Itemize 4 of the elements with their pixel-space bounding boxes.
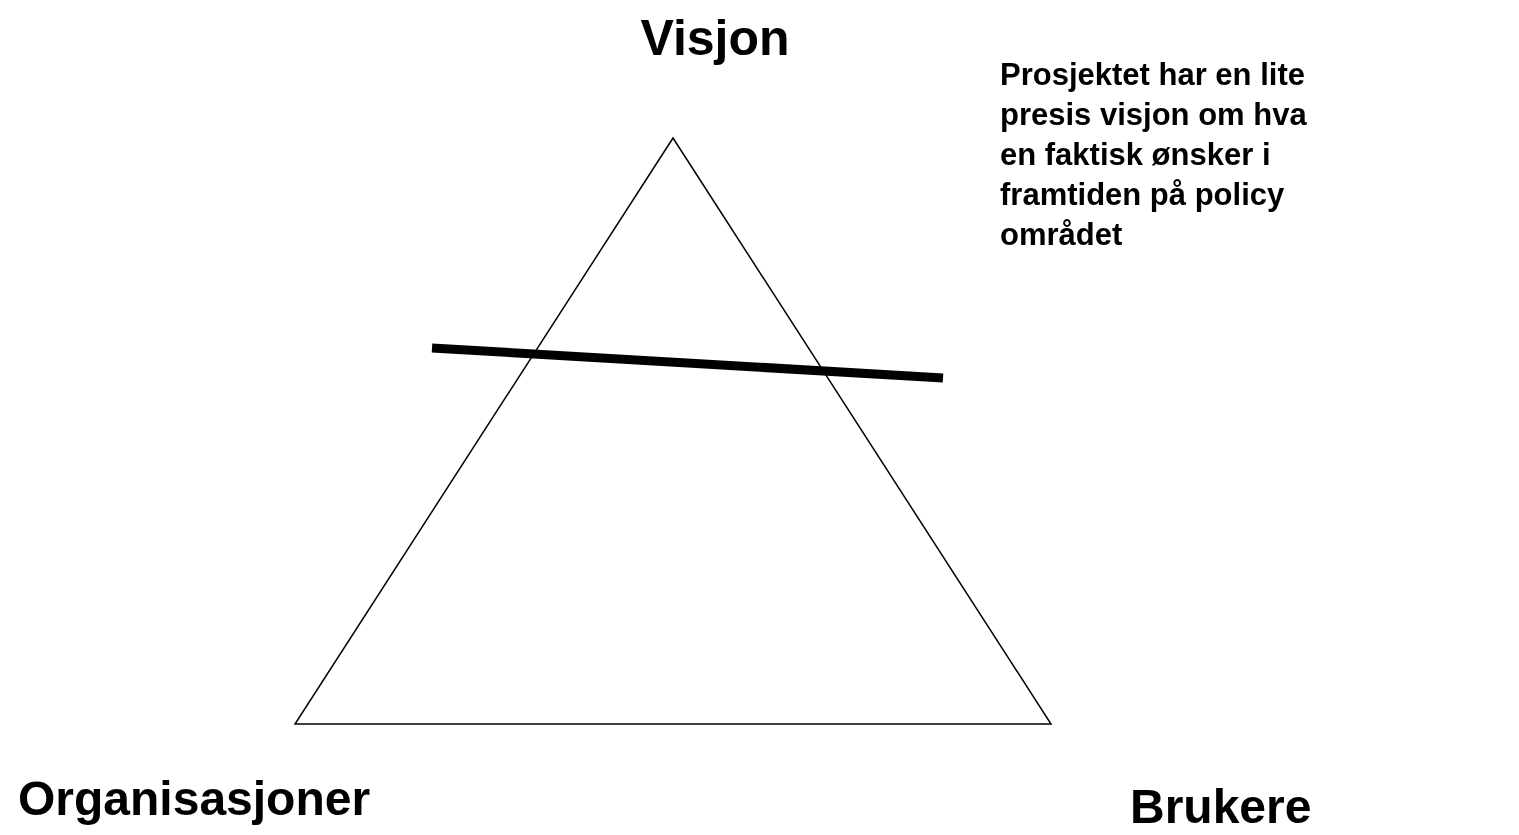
note-text: Prosjektet har en lite presis visjon om hva en faktisk ønsker i framtiden på policy området: [1000, 56, 1308, 254]
corner-label: Brukere: [1130, 779, 1313, 835]
corner-label: Visjon: [639, 9, 791, 68]
corner-label: Organisasjoner: [18, 771, 372, 827]
